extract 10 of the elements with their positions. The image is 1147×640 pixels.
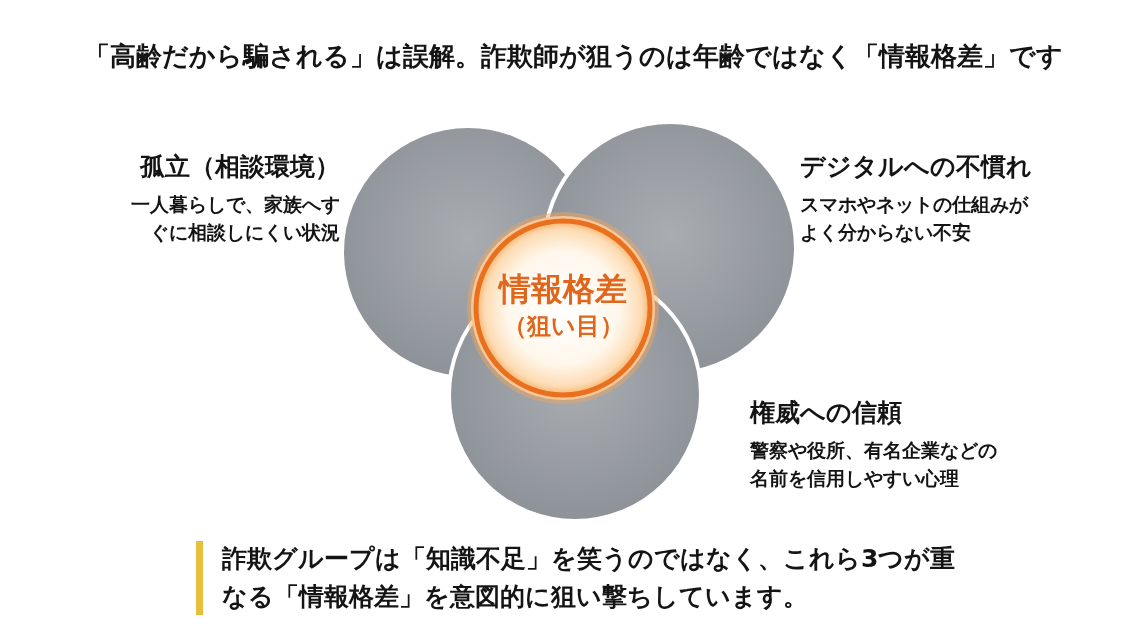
- note-text: 詐欺グループは「知識不足」を笑うのではなく、これら3つが重なる「情報格差」を意図的に狙い撃ちしています。: [222, 543, 957, 613]
- circle-heading: 権威への信頼: [750, 397, 903, 429]
- circle-heading: デジタルへの不慣れ: [800, 151, 1033, 183]
- center-heading: 情報格差: [499, 269, 627, 310]
- circle-description: 一人暮らしで、家族へすぐに相談しにくい状況: [130, 192, 340, 245]
- circle-description: スマホやネットの仕組みがよく分からない不安: [800, 192, 1030, 245]
- circle-description: 警察や役所、有名企業などの名前を信用しやすい心理: [750, 438, 998, 491]
- page-title: 「高齢だから騙される」は誤解。詐欺師が狙うのは年齢ではなく「情報格差」です: [83, 40, 1064, 73]
- circle-heading: 孤立（相談環境）: [138, 151, 340, 183]
- center-subheading: （狙い目）: [502, 311, 624, 342]
